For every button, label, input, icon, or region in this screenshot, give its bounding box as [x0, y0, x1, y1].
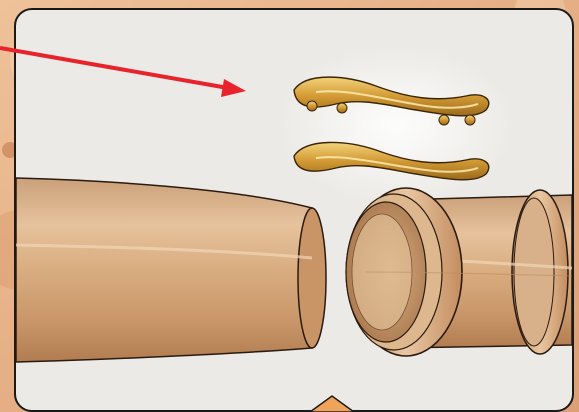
left-tube: [16, 178, 326, 362]
highlight-glow: [276, 45, 516, 205]
exploded-view-illustration: [16, 10, 572, 410]
illustration-panel: [14, 8, 574, 412]
